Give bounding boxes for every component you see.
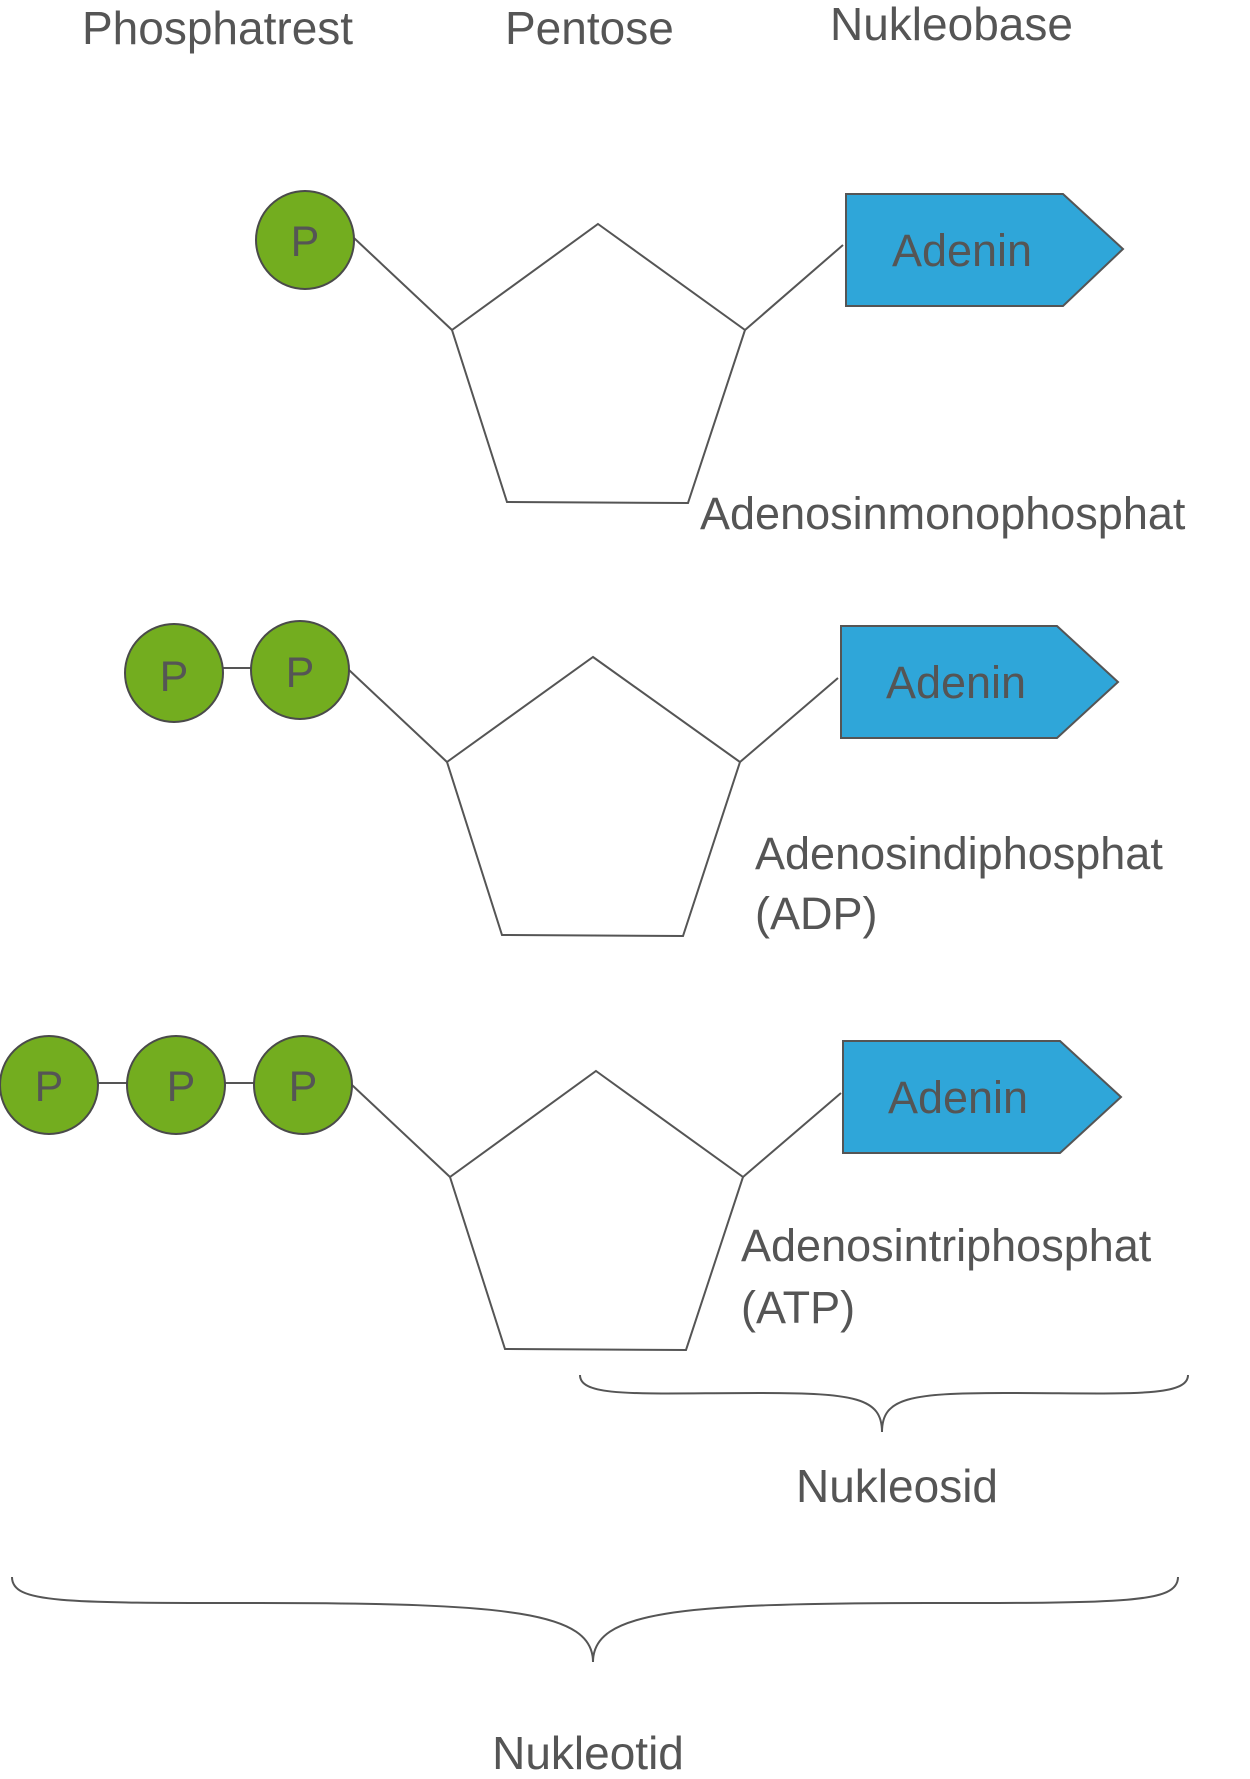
header-pentose: Pentose (505, 2, 674, 54)
molecule-atp: P P P Adenin Adenosintriphosphat (ATP) (0, 1035, 1152, 1352)
pentose-ring (445, 655, 742, 938)
adenine-label: Adenin (888, 1072, 1028, 1123)
adenine-base (840, 625, 1120, 739)
phosphate-label: P (291, 218, 320, 266)
adenine-base (842, 1040, 1123, 1154)
adenine-label: Adenin (886, 657, 1026, 708)
phosphate-group (253, 1035, 353, 1135)
molecule-name-line1: Adenosintriphosphat (741, 1220, 1152, 1271)
phosphate-label: P (286, 649, 315, 697)
phosphate-group (0, 1035, 99, 1135)
sugar-base-bond (744, 244, 844, 331)
molecule-name-line1: Adenosindiphosphat (755, 828, 1163, 879)
phosphate-sugar-bond (351, 1084, 451, 1178)
phosphate-group (250, 620, 350, 720)
phosphate-group (124, 623, 224, 723)
nucleotide-label: Nukleotid (492, 1727, 684, 1779)
pentose-ring (448, 1069, 745, 1352)
phosphate-group (255, 190, 355, 290)
nucleoside-label: Nukleosid (796, 1460, 998, 1512)
sugar-base-bond (739, 677, 839, 763)
molecule-amp: P Adenin Adenosinmonophosphat (255, 190, 1186, 539)
adenine-label: Adenin (892, 225, 1032, 276)
molecule-name-line2: (ADP) (755, 888, 878, 939)
adenine-base (845, 193, 1125, 307)
nucleoside-brace (579, 1374, 1189, 1433)
phosphate-label: P (160, 653, 189, 701)
header-phosphate: Phosphatrest (82, 2, 353, 54)
phosphate-label: P (289, 1063, 318, 1111)
phosphate-sugar-bond (353, 237, 453, 331)
pentose-ring (450, 222, 747, 505)
header-nucleobase: Nukleobase (830, 0, 1073, 50)
phosphate-sugar-bond (348, 669, 448, 763)
sugar-base-bond (742, 1092, 842, 1178)
nucleotide-brace (11, 1576, 1179, 1663)
molecule-name-line2: (ATP) (741, 1282, 855, 1333)
phosphate-group (126, 1035, 226, 1135)
phosphate-label: P (167, 1063, 196, 1111)
molecule-adp: P P Adenin Adenosindiphosphat (ADP) (124, 620, 1163, 939)
molecule-name: Adenosinmonophosphat (700, 488, 1186, 539)
phosphate-label: P (35, 1063, 64, 1111)
